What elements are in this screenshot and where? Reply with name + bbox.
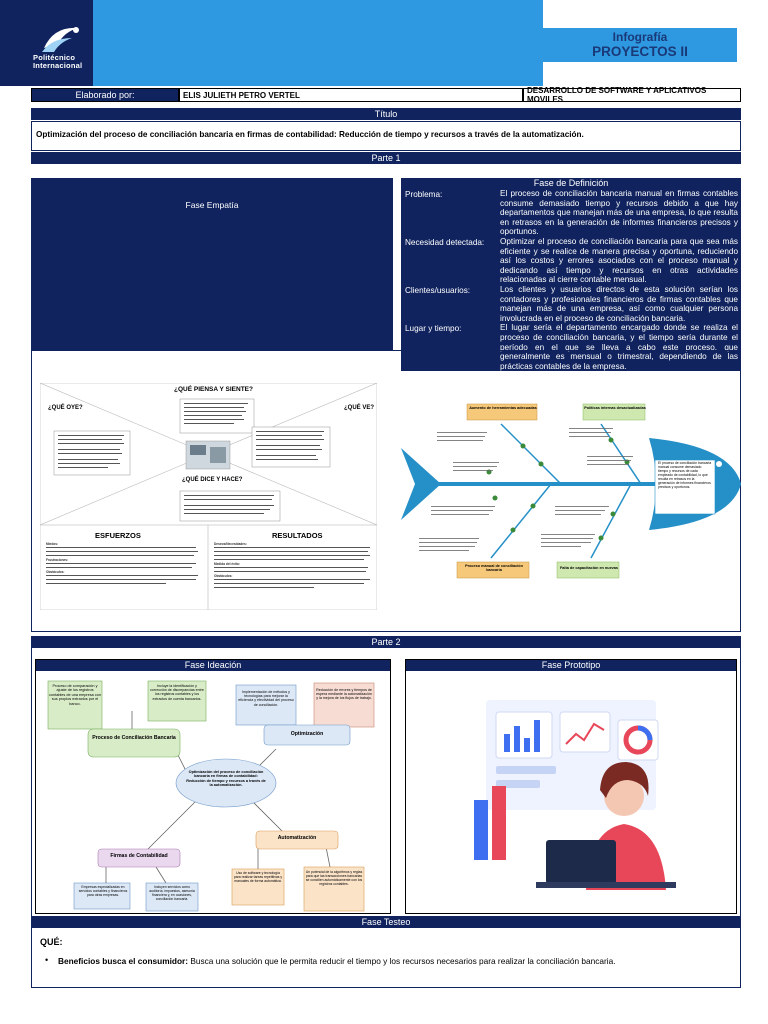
author-name: ELIS JULIETH PETRO VERTEL [179,88,523,102]
infografia-title: Infografía [612,30,668,44]
beneficio-label: Beneficios busca el consumidor: [58,956,189,966]
esfuerzos-resultados-diagram [40,525,377,610]
def-label-clientes: Clientes/usuarios: [401,284,497,324]
fishbone-top-left: Aumento de herramientas adecuadas [469,406,537,410]
bullet-dot: • [45,955,49,965]
prototype-illustration [474,700,676,890]
def-label-problema: Problema: [401,189,497,237]
fishbone-head-text: El proceso de conciliación bancaria manu… [658,461,712,489]
esfuerzos-sub3: Obstáculos: [46,570,65,574]
logo-line-2: Internacional [33,61,83,70]
mindmap-n7: Uso de software y tecnología para realiz… [233,871,283,883]
mindmap-n5: Empresas especializadas en servicios con… [78,885,128,897]
fishbone-diagram [401,403,741,579]
def-text-necesidad: Optimizar el proceso de conciliación ban… [497,236,741,285]
parte1-bar: Parte 1 [31,152,741,164]
resultados-sub3: Obstáculos: [214,574,233,578]
author-row: Elaborado por: ELIS JULIETH PETRO VERTEL… [31,86,741,104]
author-label: Elaborado por: [31,88,179,102]
testeo-bar: Fase Testeo [31,916,741,928]
parte1-lower-frame [31,350,741,632]
politecnico-logo-icon [42,27,79,52]
dice-label: ¿QUÉ DICE Y HACE? [182,477,243,483]
prototipo-panel: Fase Prototipo [405,659,737,914]
mindmap-n2: Incluye la identificación y corrección d… [150,684,204,701]
def-label-necesidad: Necesidad detectada: [401,236,497,285]
mindmap-center: Optimización del proceso de conciliación… [186,770,266,788]
resultados-label: RESULTADOS [272,531,323,540]
proyectos-title: PROYECTOS II [592,44,688,59]
beneficio-text: Busca una solución que le permita reduci… [188,956,616,966]
empathy-map-diagram [40,383,377,525]
resultados-sub2: Medida del éxito: [214,562,240,566]
esfuerzos-label: ESFUERZOS [95,531,141,540]
header-logo-panel [0,0,93,86]
resultados-sub1: Deseos/Necesidades: [214,542,247,546]
esfuerzos-sub2: Frustraciones: [46,558,69,562]
fishbone-bottom-left: Proceso manual de conciliación bancaria [465,564,523,573]
testeo-que: QUÉ: [40,937,63,947]
mindmap-n6: Incluyen servicios como auditoría, impue… [149,885,195,901]
empatia-title: Fase Empatía [185,200,239,210]
definicion-table: Problema: El proceso de conciliación ban… [401,189,741,372]
parte2-bar: Parte 2 [31,636,741,648]
ideacion-title: Fase Ideación [36,660,390,671]
oye-label: ¿QUÉ OYE? [48,405,83,411]
fishbone-top-right: Políticas internas desactualizadas [584,406,646,410]
definicion-panel: Fase de Definición Problema: El proceso … [401,178,741,372]
parte2-frame [31,636,741,988]
def-text-clientes: Los clientes y usuarios directos de esta… [497,284,741,324]
testeo-beneficio: Beneficios busca el consumidor: Busca un… [58,956,738,966]
logo-line-1: Politécnico [33,53,76,62]
definicion-title: Fase de Definición [401,178,741,189]
prototipo-title: Fase Prototipo [406,660,736,671]
title-box [543,28,737,62]
mindmap-n1: Proceso de comparación y ajuste de los r… [49,684,101,706]
fishbone-bottom-right: Falta de capacitación en nuevas [559,566,619,570]
mindmap-diagram [47,680,375,912]
mindmap-n3: Implementación de métodos y tecnologías … [238,690,294,707]
def-text-problema: El proceso de conciliación bancaria manu… [497,189,741,237]
mindmap-firmas: Firmas de Contabilidad [110,853,168,859]
ideacion-panel: Fase Ideación [35,659,391,914]
mindmap-proceso: Proceso de Conciliación Bancaria [92,735,176,741]
objective-text: Optimización del proceso de conciliación… [31,121,741,151]
mindmap-automatizacion: Automatización [277,835,317,841]
mindmap-n8: Un potencial de la algoritmos y reglas p… [305,870,363,886]
def-text-lugar: El lugar sería el departamento encargado… [497,323,741,372]
logo-text: Politécnico Internacional [33,54,82,70]
mindmap-n4: Reducción de errores y tiempos de espera… [316,688,372,701]
ve-label: ¿QUÉ VE? [344,405,375,411]
def-label-lugar: Lugar y tiempo: [401,323,497,372]
empatia-panel [31,178,393,350]
title-bar: Título [31,108,741,120]
esfuerzos-sub1: Miedos: [46,542,59,546]
piensa-label: ¿QUÉ PIENSA Y SIENTE? [174,386,253,393]
mindmap-optimizacion: Optimización [290,731,324,737]
program-name: DESARROLLO DE SOFTWARE Y APLICATIVOS MOV… [523,86,741,104]
